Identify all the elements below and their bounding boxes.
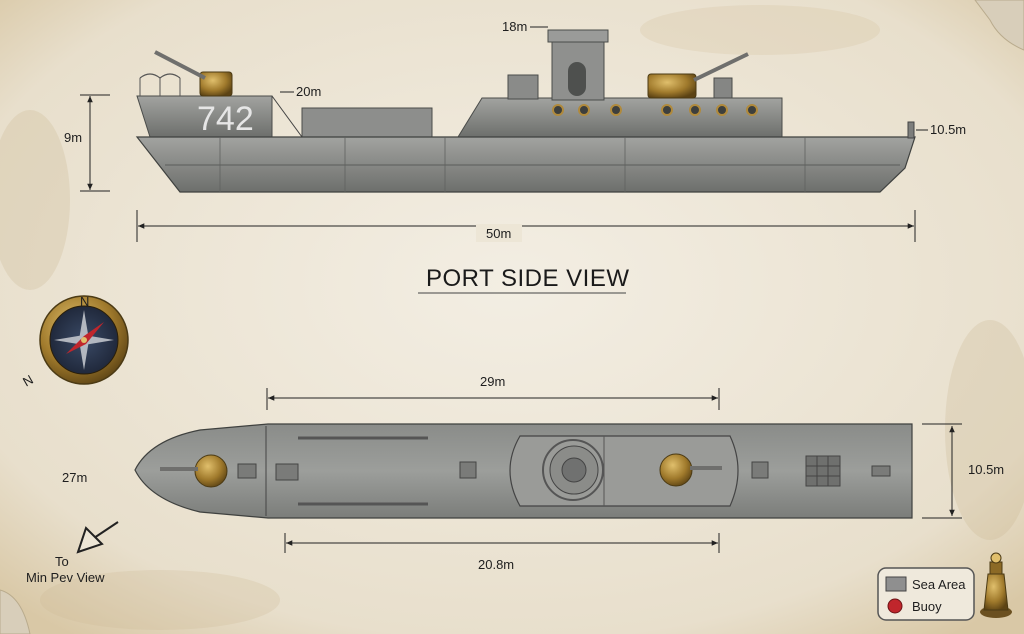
side-superstructure	[457, 97, 783, 138]
top-hatch	[751, 461, 769, 479]
paper-stain	[40, 570, 280, 630]
legend: Sea Area Buoy	[877, 567, 975, 621]
buoy-icon	[980, 552, 1012, 618]
side-door	[568, 62, 586, 96]
hull-height-label: 9m	[64, 130, 82, 145]
arrow-label-line1: To	[55, 554, 69, 569]
deck-length-label: 20.8m	[478, 557, 514, 572]
side-stay	[271, 95, 303, 138]
top-hatch	[871, 465, 891, 477]
length-label-bg	[476, 224, 522, 242]
side-aft-gun	[647, 52, 749, 99]
stern-height-label: 10.5m	[930, 122, 966, 137]
mast-height-label: 18m	[502, 19, 527, 34]
top-hatch	[275, 463, 299, 481]
side-cargo-box	[301, 107, 433, 139]
side-vent	[713, 77, 733, 99]
top-aft-gun	[659, 453, 722, 487]
ship-top-view	[134, 423, 913, 519]
legend-swatch-buoy	[887, 598, 903, 614]
paper-stain	[0, 110, 70, 290]
beam-label: 10.5m	[968, 462, 1004, 477]
compass-north-mark: N	[80, 294, 89, 309]
bow-width-label: 27m	[62, 470, 87, 485]
top-hatch	[237, 463, 257, 479]
hull-number: 742	[197, 100, 254, 138]
legend-label-sea-area: Sea Area	[912, 577, 966, 592]
compass: N N	[20, 294, 129, 389]
side-mast-top	[547, 29, 609, 43]
top-forward-gun	[160, 454, 228, 488]
top-bridge-ring	[542, 439, 604, 501]
side-dimensions: 50m 9m 18m 20m 10.5m	[64, 19, 966, 242]
superstructure-length-label: 29m	[480, 374, 505, 389]
length-label: 50m	[486, 226, 511, 241]
side-forward-gun	[154, 50, 233, 97]
top-hatch	[459, 461, 477, 479]
arrow-label-line2: Min Pev View	[26, 570, 105, 585]
page-title: PORT SIDE VIEW	[426, 265, 630, 292]
legend-label-buoy: Buoy	[912, 599, 942, 614]
arrow-head-icon	[76, 526, 104, 554]
side-hull-plates	[219, 137, 806, 192]
navigation-arrow	[76, 521, 119, 554]
top-superstructure	[509, 435, 739, 507]
side-portholes	[552, 104, 758, 116]
top-grate	[805, 455, 841, 487]
deck-height-label: 20m	[296, 84, 321, 99]
side-stern-post	[907, 121, 915, 139]
paper-stain	[640, 5, 880, 55]
top-mid-turret	[549, 445, 599, 495]
side-cabin	[507, 74, 539, 100]
page-curl-bottom-left	[0, 589, 31, 634]
top-dimensions: 29m 20.8m 10.5m 27m	[62, 374, 1004, 572]
paper-stain	[945, 320, 1024, 540]
legend-swatch-sea-area	[885, 576, 907, 592]
ship-side-view: 742	[135, 29, 916, 193]
compass-hub	[81, 337, 87, 343]
